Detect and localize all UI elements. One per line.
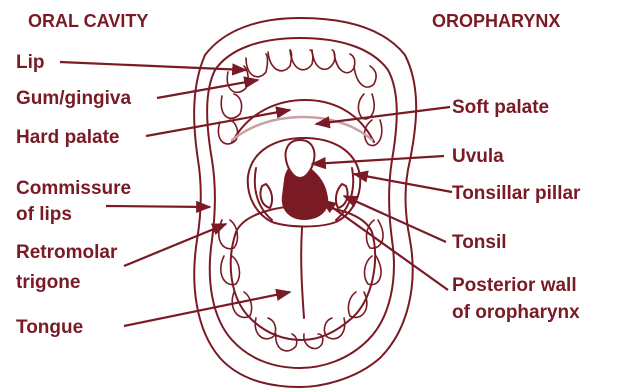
label-retromolar-line1: Retromolar [16,242,117,264]
label-posterior-wall-line1: Posterior wall [452,275,577,297]
palate-arch [232,100,374,142]
label-tongue: Tongue [16,317,83,339]
pointer-tongue [124,292,290,326]
label-lip: Lip [16,52,45,74]
label-commissure-line1: Commissure [16,178,131,200]
label-hard-palate: Hard palate [16,127,119,149]
label-posterior-wall-line2: of oropharynx [452,302,580,324]
left-tonsil [260,184,272,208]
label-commissure-line2: of lips [16,204,72,226]
label-uvula: Uvula [452,146,504,168]
oropharynx-header: OROPHARYNX [432,10,560,32]
pointer-tonsillar-pillar [354,174,452,192]
label-tonsil: Tonsil [452,232,507,254]
label-tonsillar-pillar: Tonsillar pillar [452,183,580,205]
oral-cavity-header: ORAL CAVITY [28,10,148,32]
label-soft-palate: Soft palate [452,97,549,119]
pointer-soft-palate [316,107,450,124]
label-retromolar-line2: trigone [16,272,80,294]
tongue-midline [301,228,304,318]
pointer-uvula [312,156,444,164]
pointer-commissure [106,206,210,207]
label-gum-gingiva: Gum/gingiva [16,88,131,110]
